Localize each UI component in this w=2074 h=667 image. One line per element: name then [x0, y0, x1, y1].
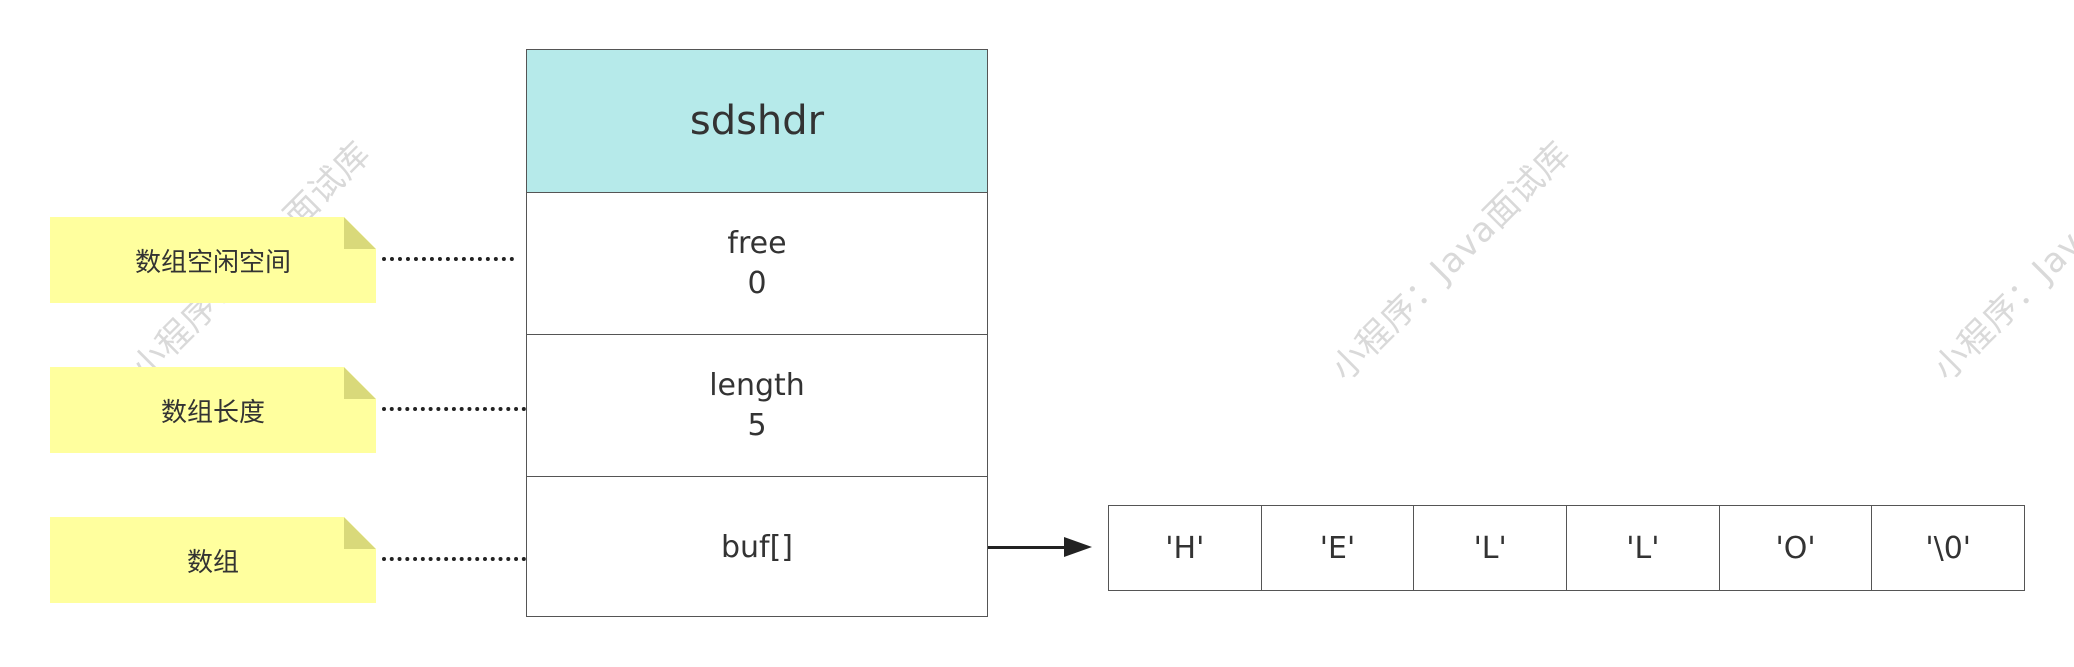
field-buf: buf[] — [527, 476, 987, 618]
field-length: length 5 — [527, 334, 987, 476]
field-name: free — [727, 225, 787, 261]
note-label: 数组 — [186, 547, 239, 578]
note-label: 数组空闲空间 — [134, 247, 291, 278]
char-array: 'H' 'E' 'L' 'L' 'O' '\0' — [1108, 505, 2025, 591]
watermark: 小程序：Java面试库 — [1323, 133, 1579, 389]
array-cell: '\0' — [1871, 506, 2024, 590]
struct-name: sdshdr — [689, 98, 825, 144]
note-array: 数组 — [50, 517, 376, 603]
note-free-space: 数组空闲空间 — [50, 217, 376, 303]
field-value: 0 — [747, 265, 767, 301]
array-cell: 'L' — [1413, 506, 1566, 590]
field-name: buf[] — [720, 529, 794, 565]
dotted-connector-length — [382, 407, 526, 411]
pointer-arrow-line — [988, 546, 1066, 549]
note-length: 数组长度 — [50, 367, 376, 453]
pointer-arrow-head — [1064, 537, 1092, 557]
array-cell: 'L' — [1566, 506, 1719, 590]
array-cell: 'E' — [1260, 506, 1414, 590]
field-free: free 0 — [527, 192, 987, 334]
watermark: 小程序：Java面试库 — [1925, 133, 2074, 389]
dotted-connector-free — [382, 257, 514, 261]
array-cell: 'O' — [1718, 506, 1872, 590]
struct-header: sdshdr — [527, 50, 987, 192]
field-name: length — [709, 367, 805, 403]
sdshdr-struct: sdshdr free 0 length 5 buf[] — [526, 49, 988, 617]
field-value: 5 — [747, 407, 767, 443]
dotted-connector-buf — [382, 557, 526, 561]
array-cell: 'H' — [1165, 530, 1205, 566]
note-label: 数组长度 — [160, 397, 265, 428]
